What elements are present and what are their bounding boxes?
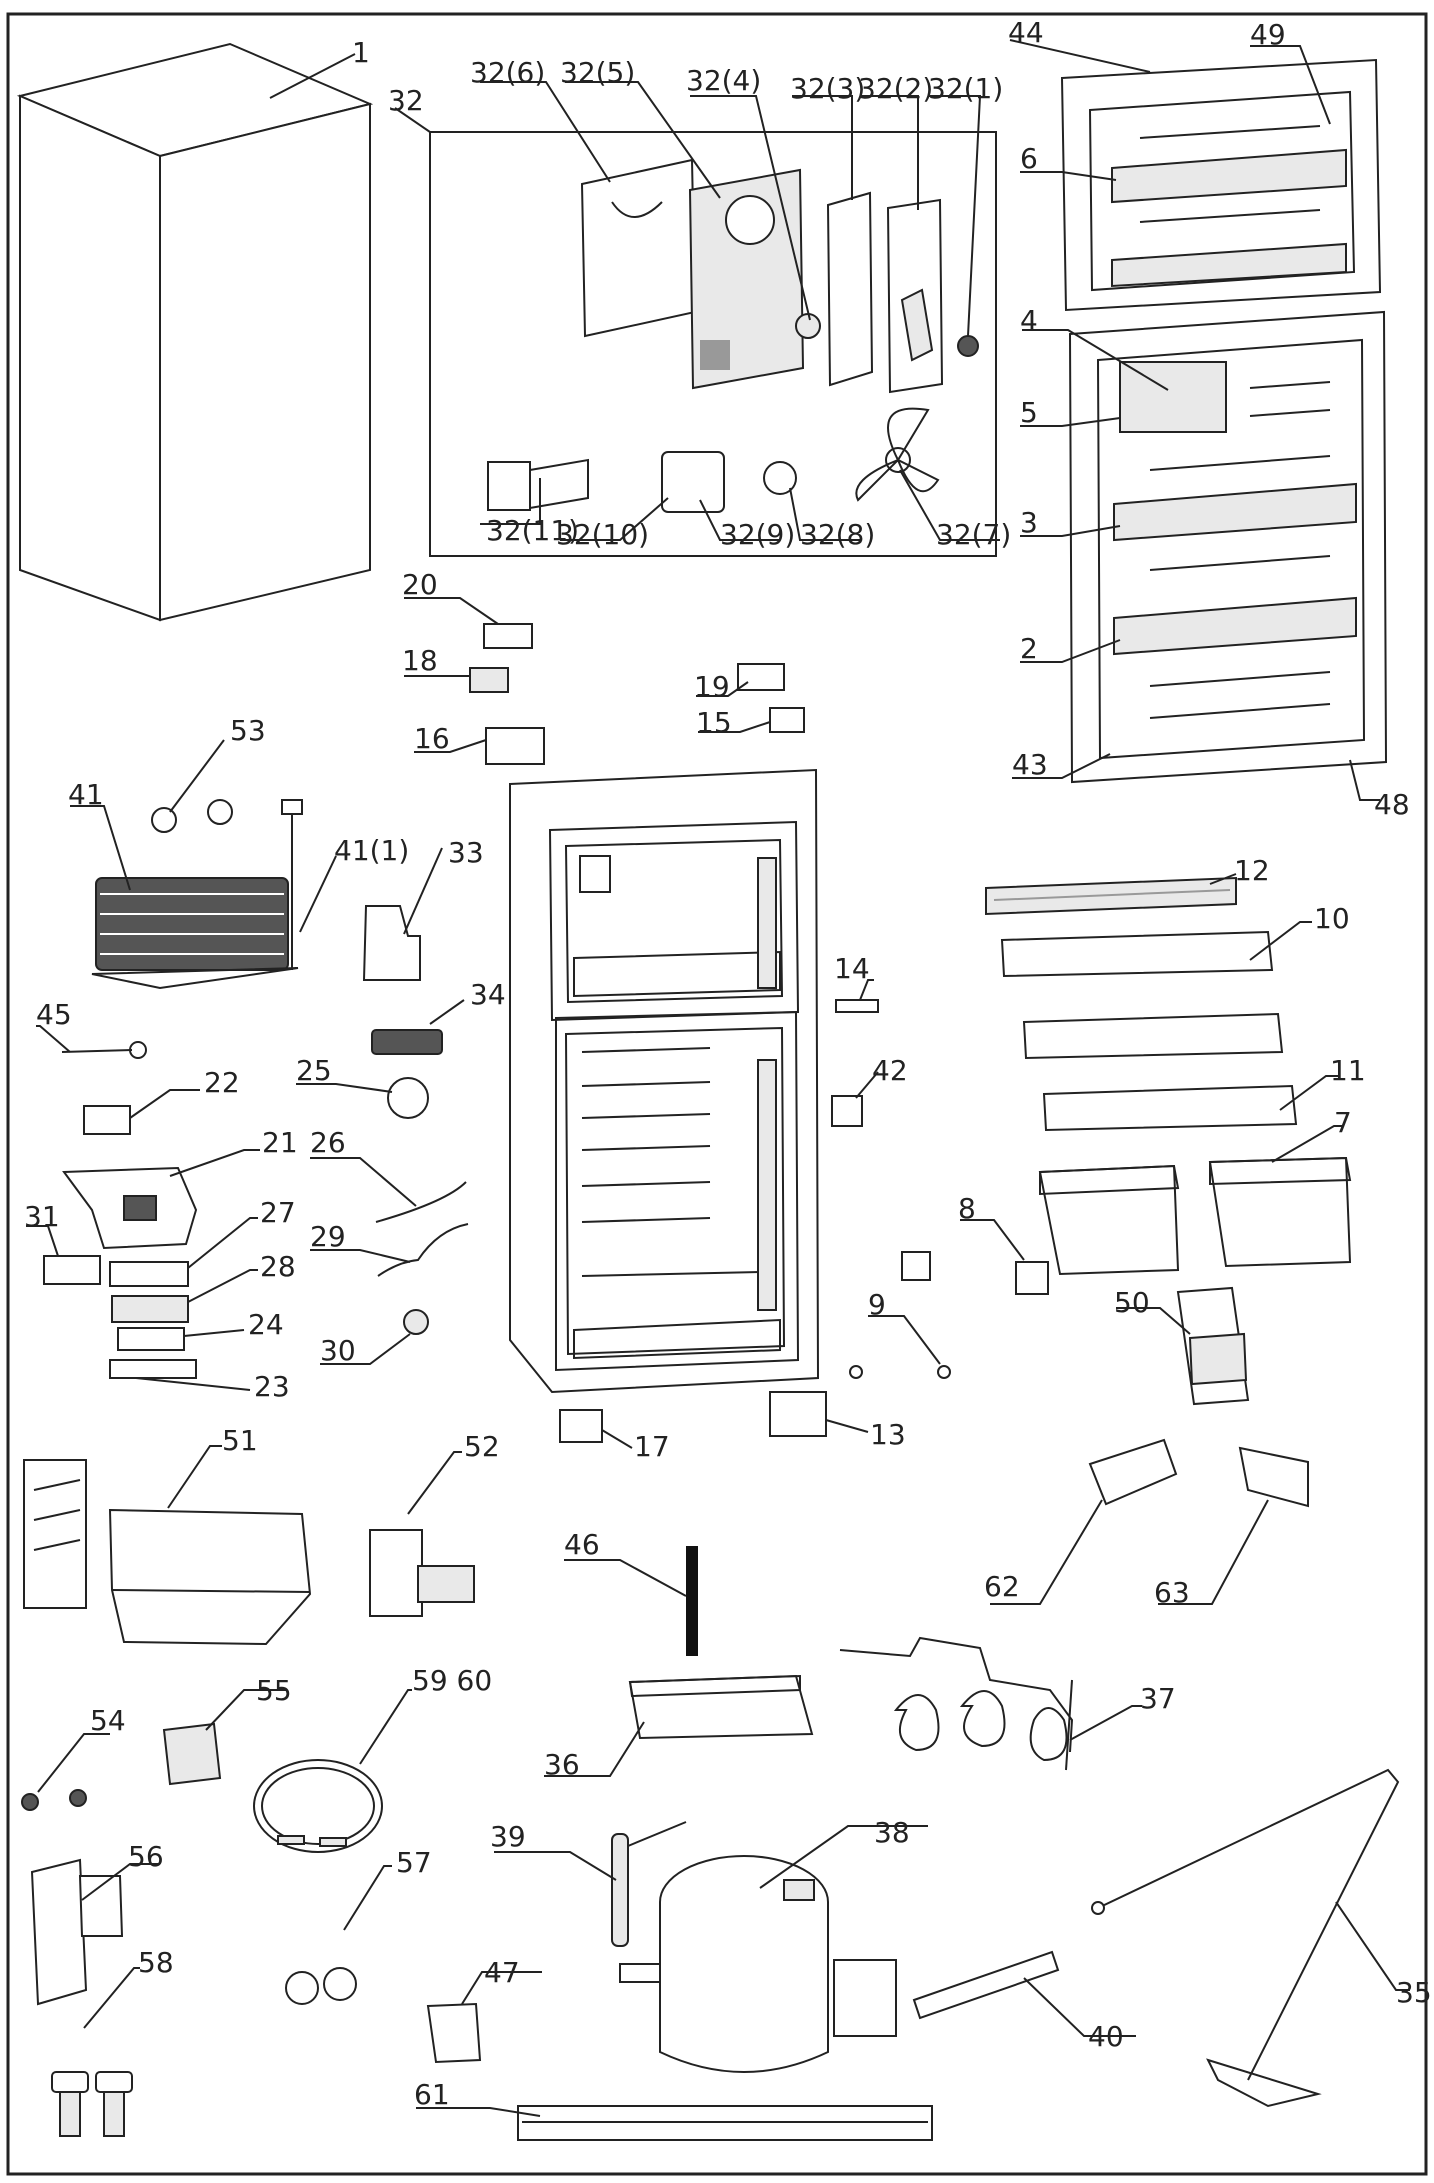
label-63: 63 xyxy=(1154,1576,1190,1609)
label-25: 25 xyxy=(296,1054,332,1087)
label-35: 35 xyxy=(1396,1976,1432,2009)
shelves-and-drawers: 12 10 11 7 8 50 62 63 xyxy=(901,854,1366,1609)
label-32-1: 32(1) xyxy=(928,72,1003,105)
label-41: 41 xyxy=(68,778,104,811)
label-32-10: 32(10) xyxy=(556,518,649,551)
label-32-2: 32(2) xyxy=(858,72,933,105)
label-43: 43 xyxy=(1012,748,1048,781)
label-31: 31 xyxy=(24,1200,60,1233)
label-19: 19 xyxy=(694,670,730,703)
parts-compressor-group: 38 39 40 47 61 xyxy=(414,1816,1136,2141)
label-6: 6 xyxy=(1020,142,1038,175)
label-48: 48 xyxy=(1374,788,1410,821)
label-61: 61 xyxy=(414,2078,450,2111)
label-44: 44 xyxy=(1008,16,1044,49)
label-22: 22 xyxy=(204,1066,240,1099)
parts-51-52: 51 52 xyxy=(23,1424,500,1646)
parts-ice-maker-group: 45 22 21 31 27 28 24 23 xyxy=(24,998,298,1403)
small-parts-upper: 20 18 16 19 15 xyxy=(402,568,805,765)
refrigerator-body: 14 42 17 13 9 xyxy=(509,768,951,1463)
label-3: 3 xyxy=(1020,506,1038,539)
label-15: 15 xyxy=(696,706,732,739)
label-57: 57 xyxy=(396,1846,432,1879)
label-37: 37 xyxy=(1140,1682,1176,1715)
label-32-8: 32(8) xyxy=(800,518,875,551)
label-32-9: 32(9) xyxy=(720,518,795,551)
label-54: 54 xyxy=(90,1704,126,1737)
label-8: 8 xyxy=(958,1192,976,1225)
label-32-6: 32(6) xyxy=(470,56,545,89)
label-11: 11 xyxy=(1330,1054,1366,1087)
label-59-60: 59 60 xyxy=(412,1664,492,1697)
label-42: 42 xyxy=(872,1054,908,1087)
label-32-11: 32(11) xyxy=(486,514,579,547)
label-40: 40 xyxy=(1088,2020,1124,2053)
label-4: 4 xyxy=(1020,304,1038,337)
label-39: 39 xyxy=(490,1820,526,1853)
label-33: 33 xyxy=(448,836,484,869)
label-2: 2 xyxy=(1020,632,1038,665)
label-34: 34 xyxy=(470,978,506,1011)
label-51: 51 xyxy=(222,1424,258,1457)
label-62: 62 xyxy=(984,1570,1020,1603)
part-37-condenser-tube: 37 xyxy=(839,1636,1176,1771)
label-36: 36 xyxy=(544,1748,580,1781)
label-41-1: 41(1) xyxy=(334,834,409,867)
label-49: 49 xyxy=(1250,18,1286,51)
label-29: 29 xyxy=(310,1220,346,1253)
parts-33-34-25-26-29-30: 33 34 25 26 29 30 xyxy=(296,836,506,1367)
label-50: 50 xyxy=(1114,1286,1150,1319)
label-5: 5 xyxy=(1020,396,1038,429)
label-1: 1 xyxy=(352,36,370,69)
label-46: 46 xyxy=(564,1528,600,1561)
parts-46-36: 46 36 xyxy=(544,1528,814,1781)
label-28: 28 xyxy=(260,1250,296,1283)
label-9: 9 xyxy=(868,1288,886,1321)
label-20: 20 xyxy=(402,568,438,601)
label-32: 32 xyxy=(388,84,424,117)
label-26: 26 xyxy=(310,1126,346,1159)
part-35-wire: 35 xyxy=(1091,1768,1432,2108)
label-53: 53 xyxy=(230,714,266,747)
label-14: 14 xyxy=(834,952,870,985)
label-13: 13 xyxy=(870,1418,906,1451)
part-41-evaporator: 41 41(1) 53 xyxy=(68,714,409,990)
label-27: 27 xyxy=(260,1196,296,1229)
label-38: 38 xyxy=(874,1816,910,1849)
label-16: 16 xyxy=(414,722,450,755)
label-18: 18 xyxy=(402,644,438,677)
label-10: 10 xyxy=(1314,902,1350,935)
label-24: 24 xyxy=(248,1308,284,1341)
parts-bottom-left: 55 54 59 60 56 57 58 xyxy=(21,1664,492,2137)
label-45: 45 xyxy=(36,998,72,1031)
freezer-door: 44 49 6 xyxy=(1008,16,1382,312)
label-55: 55 xyxy=(256,1674,292,1707)
part-32-fan-assembly: 32 xyxy=(388,56,1011,557)
label-12: 12 xyxy=(1234,854,1270,887)
label-30: 30 xyxy=(320,1334,356,1367)
label-32-5: 32(5) xyxy=(560,56,635,89)
label-21: 21 xyxy=(262,1126,298,1159)
label-47: 47 xyxy=(484,1956,520,1989)
label-32-3: 32(3) xyxy=(790,72,865,105)
diagram-frame xyxy=(6,12,1428,2176)
label-17: 17 xyxy=(634,1430,670,1463)
label-56: 56 xyxy=(128,1840,164,1873)
label-32-4: 32(4) xyxy=(686,64,761,97)
label-7: 7 xyxy=(1334,1106,1352,1139)
fridge-door: 4 5 3 2 43 48 xyxy=(1012,304,1410,821)
label-58: 58 xyxy=(138,1946,174,1979)
label-52: 52 xyxy=(464,1430,500,1463)
label-32-7: 32(7) xyxy=(936,518,1011,551)
part-1-cabinet: 1 xyxy=(16,36,374,622)
label-23: 23 xyxy=(254,1370,290,1403)
